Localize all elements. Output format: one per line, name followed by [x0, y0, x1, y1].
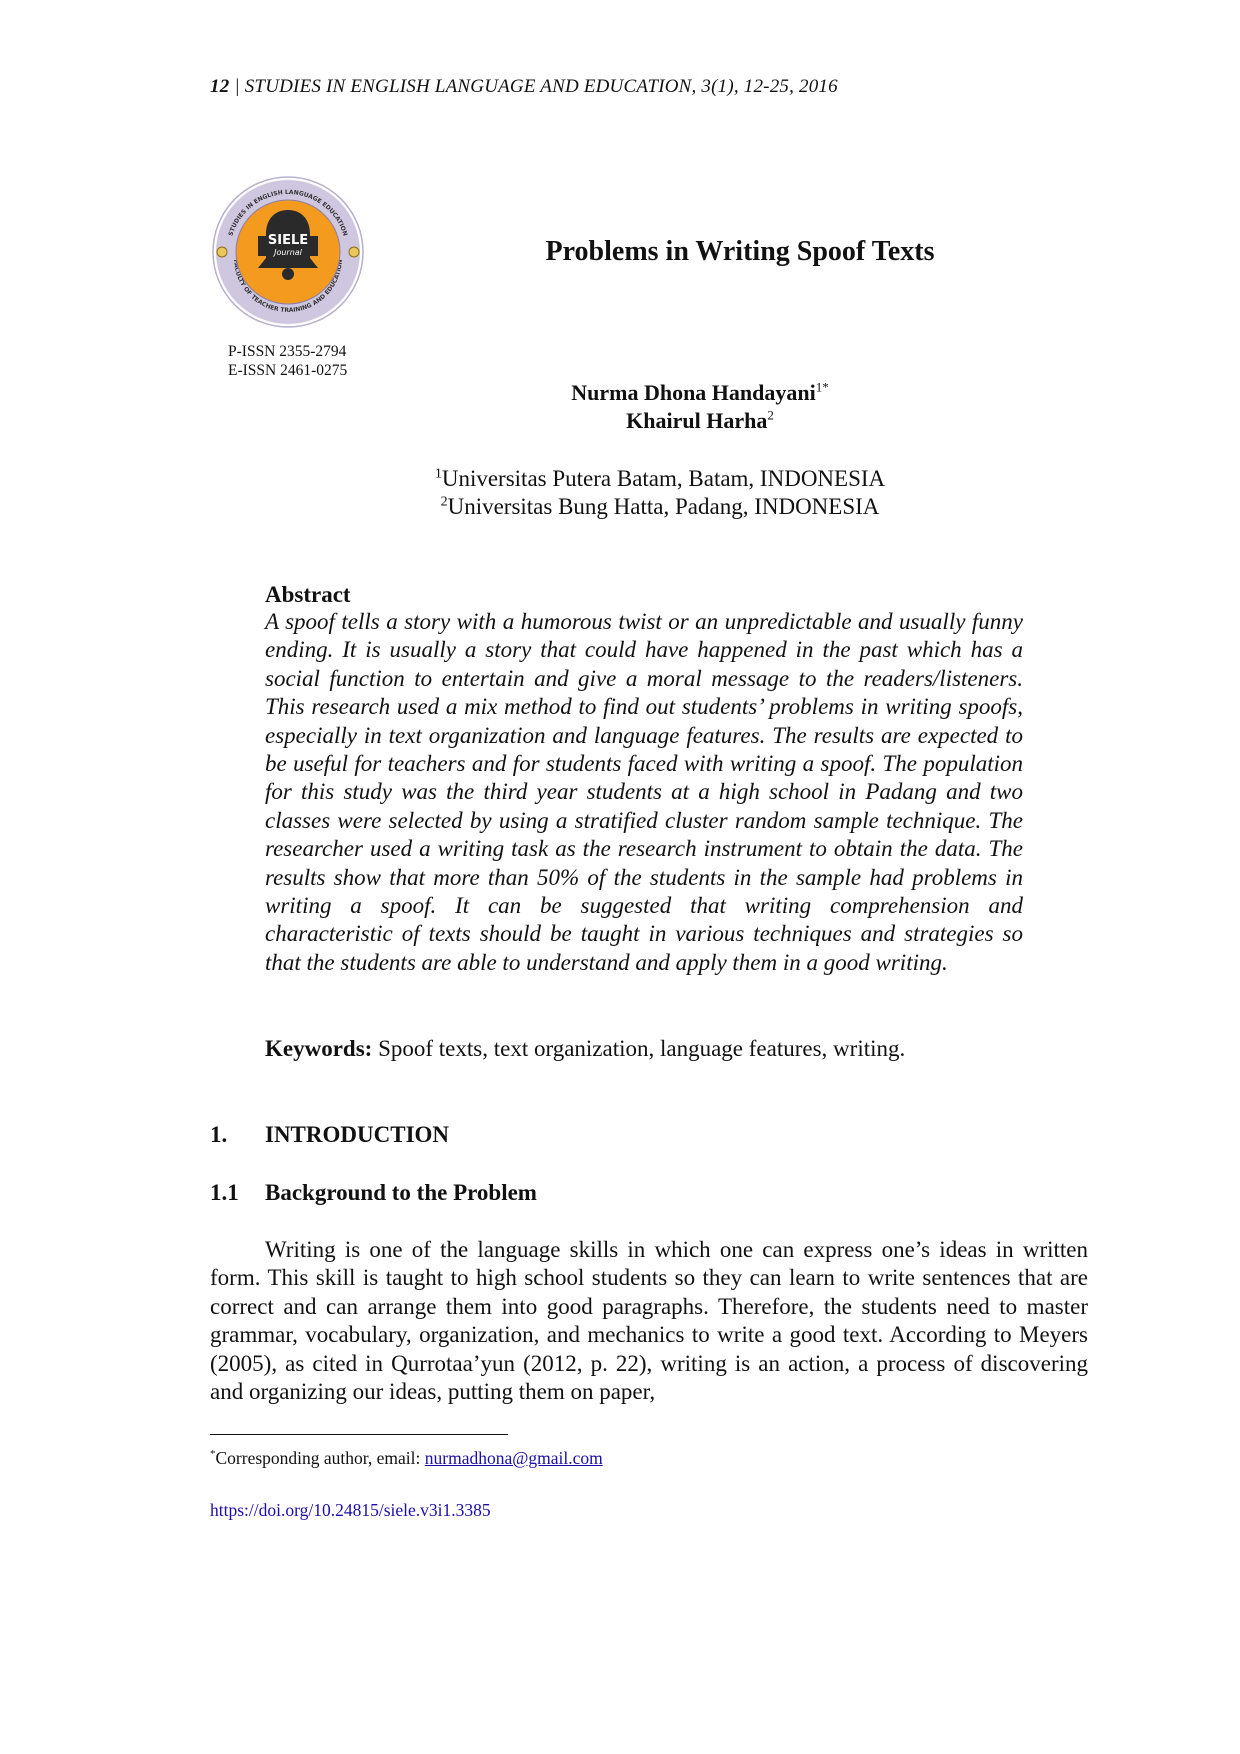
section-title: INTRODUCTION — [265, 1122, 450, 1147]
footnote-mark: * — [210, 1448, 216, 1461]
abstract-text: A spoof tells a story with a humorous tw… — [265, 609, 1023, 975]
author-name: Khairul Harha — [626, 408, 768, 433]
author-1: Nurma Dhona Handayani1* — [440, 380, 960, 406]
running-head: 12 | STUDIES IN ENGLISH LANGUAGE AND EDU… — [210, 76, 838, 98]
doi-link[interactable]: https://doi.org/10.24815/siele.v3i1.3385 — [210, 1500, 491, 1520]
affiliation-text: Universitas Putera Batam, Batam, INDONES… — [441, 466, 886, 491]
section-number: 1.1 — [210, 1180, 239, 1205]
affiliation-1: 1Universitas Putera Batam, Batam, INDONE… — [380, 466, 940, 492]
paper-title: Problems in Writing Spoof Texts — [545, 236, 935, 267]
section-background: 1.1 Background to the Problem — [210, 1180, 537, 1206]
siele-journal-logo: STUDIES IN ENGLISH LANGUAGE EDUCATION FA… — [212, 176, 364, 328]
affiliation-mark: 1 — [434, 466, 442, 482]
keywords-text: Spoof texts, text organization, language… — [372, 1036, 906, 1061]
footnote-text: Corresponding author, email: — [215, 1448, 425, 1468]
electronic-issn: E-ISSN 2461-0275 — [228, 362, 348, 379]
abstract-heading: Abstract — [265, 582, 351, 607]
affiliation-mark: 2 — [440, 494, 448, 510]
author-mark: 2 — [767, 407, 774, 423]
print-issn: P-ISSN 2355-2794 — [228, 343, 347, 360]
section-introduction: 1. INTRODUCTION — [210, 1122, 449, 1148]
author-name: Nurma Dhona Handayani — [571, 380, 816, 405]
keywords: Keywords: Spoof texts, text organization… — [265, 1036, 905, 1062]
footnote: *Corresponding author, email: nurmadhona… — [210, 1448, 603, 1469]
author-email-link[interactable]: nurmadhona@gmail.com — [424, 1448, 603, 1468]
affiliation-2: 2Universitas Bung Hatta, Padang, INDONES… — [380, 494, 940, 520]
running-head-separator: | — [229, 76, 245, 97]
author-mark: 1* — [815, 379, 829, 395]
section-title: Background to the Problem — [265, 1180, 537, 1205]
logo-sub: Journal — [272, 248, 303, 257]
ornament-left-icon — [216, 246, 228, 258]
keywords-label: Keywords: — [265, 1036, 373, 1061]
footnote-rule — [210, 1434, 508, 1435]
logo-brand: SIELE — [268, 233, 308, 248]
journal-citation: STUDIES IN ENGLISH LANGUAGE AND EDUCATIO… — [244, 76, 838, 97]
affiliation-text: Universitas Bung Hatta, Padang, INDONESI… — [447, 494, 880, 519]
author-2: Khairul Harha2 — [440, 408, 960, 434]
body-paragraph: Writing is one of the language skills in… — [210, 1237, 1088, 1405]
ornament-right-icon — [348, 246, 360, 258]
page-number: 12 — [210, 76, 230, 97]
section-number: 1. — [210, 1122, 228, 1147]
